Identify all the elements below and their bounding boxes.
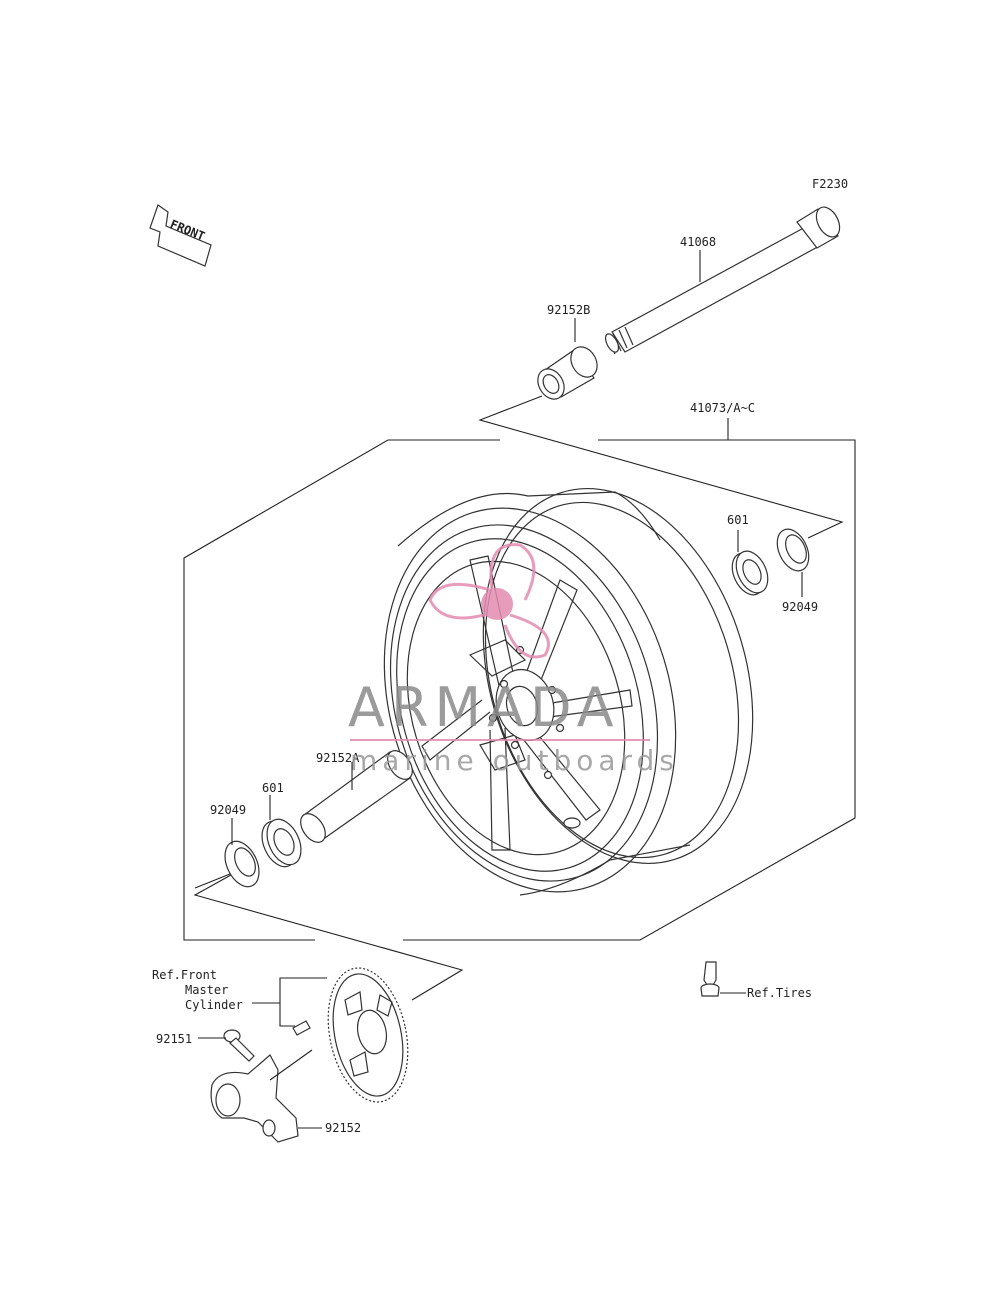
label-ref-tires: Ref.Tires: [747, 986, 812, 1000]
label-seal-left: 92049: [210, 803, 246, 817]
label-bolt: 92151: [156, 1032, 192, 1046]
label-collar: 92152: [325, 1121, 361, 1135]
label-bearing-right: 601: [727, 513, 749, 527]
label-axle: 41068: [680, 235, 716, 249]
collar-a[interactable]: [296, 746, 418, 847]
bearing-left[interactable]: [255, 814, 307, 872]
bearing-right[interactable]: [726, 546, 774, 600]
front-arrow-label: FRONT: [168, 217, 207, 244]
sensor-rotor[interactable]: [317, 961, 420, 1110]
diagram-code: F2230: [812, 177, 848, 191]
leader-ref-master-a: [279, 977, 327, 1027]
watermark-tagline: marine outboards: [350, 744, 679, 777]
ref-master-line3: Cylinder: [185, 998, 243, 1012]
front-axle[interactable]: [603, 203, 844, 355]
leader-bracket-axis: [269, 1049, 313, 1081]
front-wheel[interactable]: [339, 455, 797, 928]
label-wheel-assy: 41073/A~C: [690, 401, 755, 415]
valve-hole: [563, 817, 581, 829]
collar-b[interactable]: [533, 342, 603, 404]
tire-valve[interactable]: [700, 961, 720, 997]
label-collar-a: 92152A: [316, 751, 360, 765]
watermark: ARMADA marine outboards: [348, 543, 679, 777]
sensor-bracket[interactable]: [210, 1054, 299, 1143]
seal-left[interactable]: [218, 836, 265, 892]
ref-master-line2: Master: [185, 983, 228, 997]
label-bearing-left: 601: [262, 781, 284, 795]
watermark-brand: ARMADA: [348, 676, 620, 739]
label-seal-right: 92049: [782, 600, 818, 614]
hub-bolt-icons: [488, 645, 565, 780]
assembly-bracket: [183, 395, 856, 1001]
propeller-logo-icon: [428, 543, 550, 659]
seal-right[interactable]: [771, 524, 815, 576]
sensor-screw[interactable]: [292, 1020, 311, 1036]
front-arrow-icon: FRONT: [149, 204, 212, 267]
ref-master-line1: Ref.Front: [152, 968, 217, 982]
label-collar-b: 92152B: [547, 303, 590, 317]
bolt-92151[interactable]: [223, 1029, 255, 1062]
